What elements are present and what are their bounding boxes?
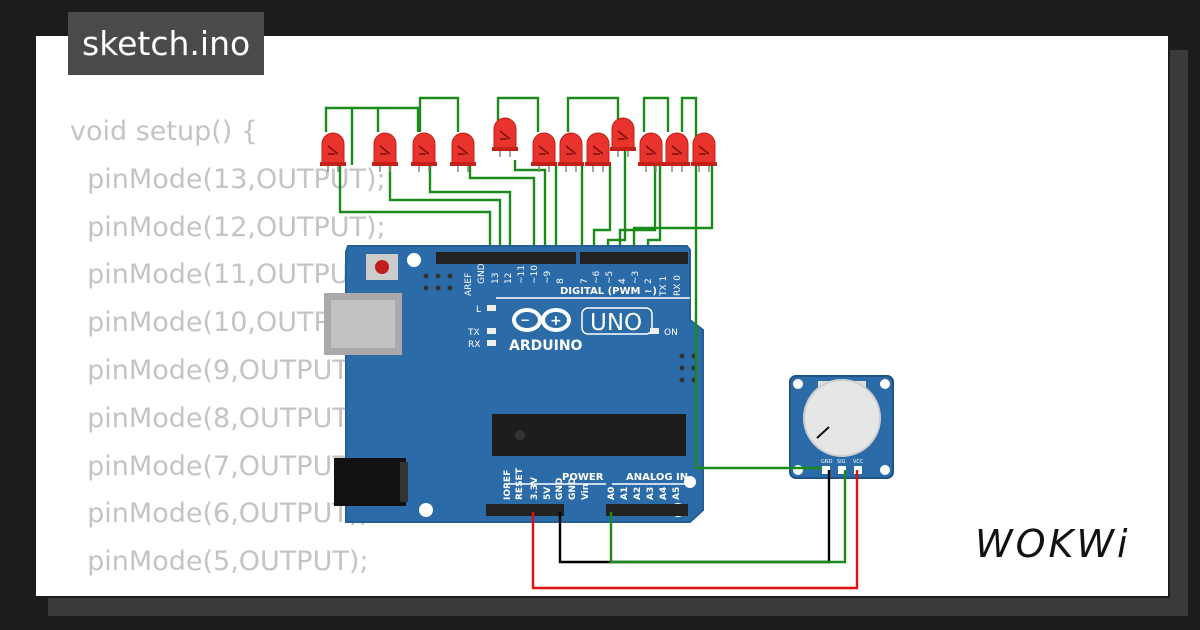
red-led[interactable] — [320, 132, 346, 172]
red-led[interactable] — [558, 132, 584, 172]
svg-text:−: − — [520, 313, 530, 327]
digital-pin-label: RX 0 — [673, 275, 683, 296]
pot-wires — [531, 244, 859, 590]
wire — [642, 96, 670, 132]
power-pin-label: Vin — [581, 484, 591, 500]
analog-header-label: ANALOG IN — [626, 472, 688, 483]
analog-pin-label: A4 — [659, 487, 669, 500]
digital-pin-label: ~11 — [517, 265, 527, 284]
led-array[interactable] — [320, 117, 717, 172]
wire — [418, 96, 460, 132]
wire — [338, 165, 492, 252]
wire — [566, 96, 620, 132]
power-pin-label: RESET — [515, 467, 525, 500]
knob-icon[interactable] — [803, 379, 881, 457]
pot-gnd-label: GND — [821, 459, 833, 465]
wire — [632, 165, 714, 252]
led-l-label: L — [476, 305, 481, 315]
red-led[interactable] — [531, 132, 557, 172]
pot-sig-label: SIG — [837, 459, 846, 465]
code-line[interactable]: pinMode(7,OUTPUT); — [70, 450, 369, 482]
digital-pin-label: ~10 — [530, 265, 540, 284]
digital-pin-label: 7 — [580, 278, 590, 284]
analog-pin-label: A1 — [620, 487, 630, 500]
code-editor[interactable]: void setup() { pinMode(13,OUTPUT); pinMo… — [70, 108, 386, 596]
led-on-label: ON — [664, 328, 678, 338]
power-header-label: POWER — [562, 472, 604, 483]
wire — [388, 165, 502, 252]
power-pin-label: 3.3V — [530, 477, 540, 500]
digital-pin-label: ~6 — [592, 270, 602, 284]
wire — [513, 160, 547, 252]
digital-pin-label: ~9 — [543, 270, 553, 284]
digital-header-label: DIGITAL (PWM ~) — [560, 286, 657, 297]
red-led[interactable] — [610, 117, 636, 157]
red-led[interactable] — [372, 132, 398, 172]
power-pin-label: IOREF — [503, 470, 513, 500]
digital-pin-label: ~3 — [631, 271, 641, 284]
digital-pin-label: 12 — [504, 273, 514, 284]
svg-text:+: + — [550, 313, 562, 329]
red-led[interactable] — [691, 132, 717, 172]
digital-pin-label: ~5 — [605, 271, 615, 284]
code-line[interactable]: void setup() { — [70, 116, 259, 147]
code-line[interactable]: pinMode(9,OUTPUT); — [70, 354, 369, 386]
analog-pin-label: A3 — [646, 487, 656, 500]
board-model: UNO — [590, 310, 642, 336]
power-jack — [334, 458, 406, 506]
digital-pin-label: 2 — [644, 278, 654, 284]
code-line[interactable]: pinMode(11,OUTPUT); — [70, 259, 386, 291]
digital-pin-label: GND — [477, 263, 487, 284]
code-line[interactable]: pinMode(13,OUTPUT); — [70, 163, 386, 195]
wire — [680, 96, 698, 244]
digital-pin-label: 8 — [556, 278, 566, 284]
red-led[interactable] — [638, 132, 664, 172]
analog-pin-label: A5 — [672, 487, 682, 500]
analog-pin-label: A0 — [607, 487, 617, 500]
digital-header-left — [436, 252, 576, 264]
led-rx-label: RX — [468, 340, 480, 350]
potentiometer[interactable]: GND SIG VCC — [789, 375, 894, 479]
power-header-pins — [486, 504, 564, 516]
code-line[interactable]: pinMode(8,OUTPUT); — [70, 402, 369, 434]
arduino-uno-board[interactable]: − + UNO ARDUINO DIGITAL (PWM ~) POWER AN… — [324, 245, 704, 523]
wokwi-logo: WOKWi — [975, 522, 1131, 566]
red-led[interactable] — [585, 132, 611, 172]
led-wires — [324, 96, 714, 252]
wire — [350, 106, 380, 165]
pot-vcc-label: VCC — [853, 459, 864, 465]
arduino-logo-icon — [512, 308, 571, 332]
code-line[interactable]: pinMode(5,OUTPUT); — [70, 546, 369, 578]
red-led[interactable] — [664, 132, 690, 172]
digital-header-right — [580, 252, 688, 264]
red-led[interactable] — [450, 132, 476, 172]
digital-pin-label: 13 — [491, 273, 501, 284]
board-brand: ARDUINO — [509, 338, 583, 354]
wire — [618, 165, 657, 252]
wire — [428, 165, 512, 252]
power-pin-label: 5V — [543, 487, 553, 500]
wire — [378, 106, 420, 132]
power-pin-label: GND — [555, 478, 565, 500]
wire — [592, 165, 612, 252]
code-line[interactable]: pinMode(12,OUTPUT); — [70, 211, 386, 243]
digital-pin-label: 4 — [618, 278, 628, 284]
red-led[interactable] — [492, 117, 518, 157]
digital-pin-label: TX 1 — [659, 276, 669, 297]
red-led[interactable] — [411, 132, 437, 172]
wire — [324, 106, 352, 132]
wire — [496, 96, 540, 132]
digital-pin-label: AREF — [464, 273, 474, 296]
code-line[interactable]: pinMode(6,OUTPUT); — [70, 498, 369, 530]
code-line[interactable]: pinMode(4,OUTPUT); — [70, 586, 386, 596]
analog-header-pins — [606, 504, 688, 516]
led-tx-label: TX — [467, 328, 480, 338]
power-pin-label: GND — [568, 478, 578, 500]
file-tab[interactable]: sketch.ino — [68, 12, 265, 75]
wire — [468, 165, 536, 252]
analog-pin-label: A2 — [633, 487, 643, 500]
